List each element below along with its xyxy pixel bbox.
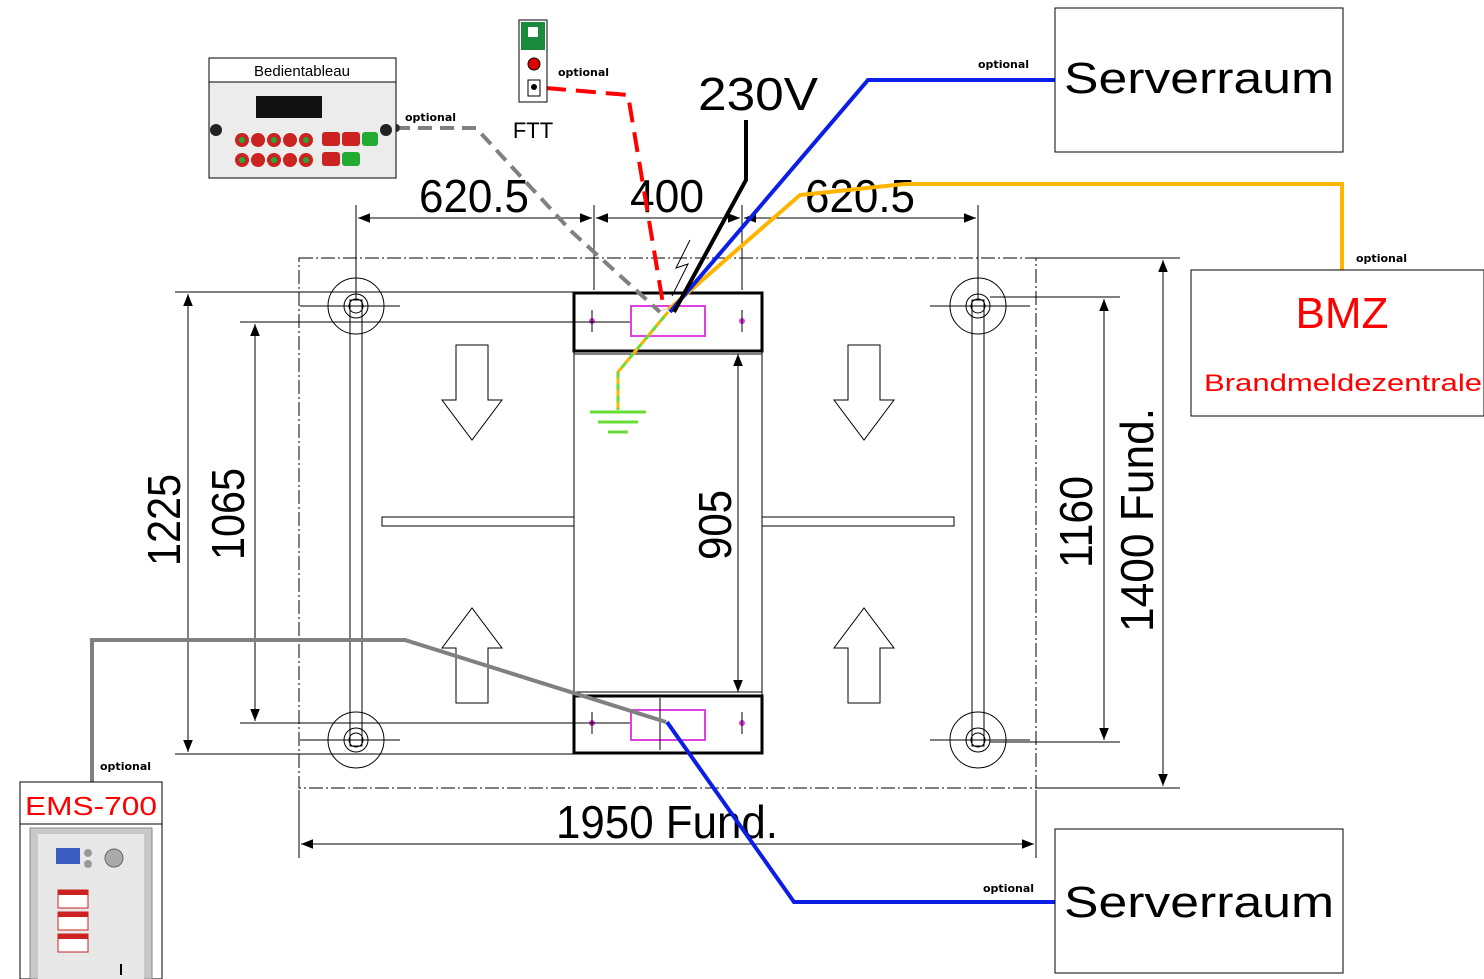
terminal-marker-bottom: [630, 709, 706, 741]
server-room-top-box: [1054, 7, 1344, 153]
ftt-device: [518, 19, 548, 103]
cable-black-230v: [672, 120, 748, 313]
optional-label-ems: optional: [100, 760, 151, 773]
dim-right-inner: 1160: [1050, 476, 1102, 568]
dimension-lines: [175, 205, 1180, 858]
ems-label: EMS-700: [25, 791, 157, 821]
optional-label-server-bottom: optional: [983, 882, 1034, 895]
bmz-label: BMZ: [1296, 289, 1389, 338]
optional-label-ftt: optional: [558, 66, 609, 79]
dim-right-outer: 1400 Fund.: [1111, 408, 1163, 632]
server-room-bottom-label: Serverraum: [1064, 878, 1334, 927]
cable-grey-ems: [90, 638, 667, 782]
optional-label-server-top: optional: [978, 58, 1029, 71]
bmz-full-label: Brandmeldezentrale: [1204, 370, 1482, 397]
rail-right: [761, 516, 955, 527]
dim-center: 905: [689, 490, 741, 560]
optional-label-panel: optional: [405, 111, 456, 124]
central-unit: [572, 291, 764, 755]
cable-orange-bmz: [666, 182, 1344, 312]
rail-vertical-left: [300, 277, 400, 769]
server-room-top-label: Serverraum: [1064, 54, 1334, 103]
rail-vertical-right: [930, 277, 1030, 769]
ems-cabinet: [19, 781, 163, 979]
dim-top-left: 620.5: [419, 170, 529, 222]
flow-arrows: [441, 344, 895, 704]
lightning-icon: [671, 239, 691, 297]
voltage-label: 230V: [698, 68, 818, 120]
rail-left: [381, 516, 575, 527]
cable-blue-server-bottom: [665, 720, 1055, 904]
cable-blue-server-top: [668, 78, 1055, 314]
optional-label-bmz: optional: [1356, 252, 1407, 265]
bmz-box: [1190, 269, 1484, 417]
dim-bottom: 1950 Fund.: [556, 796, 778, 848]
panel-title: Bedientableau: [254, 63, 350, 80]
server-room-bottom-box: [1054, 828, 1344, 974]
terminal-marker-top: [630, 305, 706, 337]
foundation-outline: [298, 257, 1037, 789]
dim-top-right: 620.5: [805, 170, 915, 222]
cable-red-ftt: [545, 86, 666, 311]
ftt-label: FTT: [513, 118, 553, 143]
earth-symbol: [590, 410, 646, 434]
control-panel: Bedientableau: [208, 57, 397, 179]
dim-left-inner: 1065: [202, 468, 254, 560]
dim-left-outer: 1225: [138, 474, 190, 566]
